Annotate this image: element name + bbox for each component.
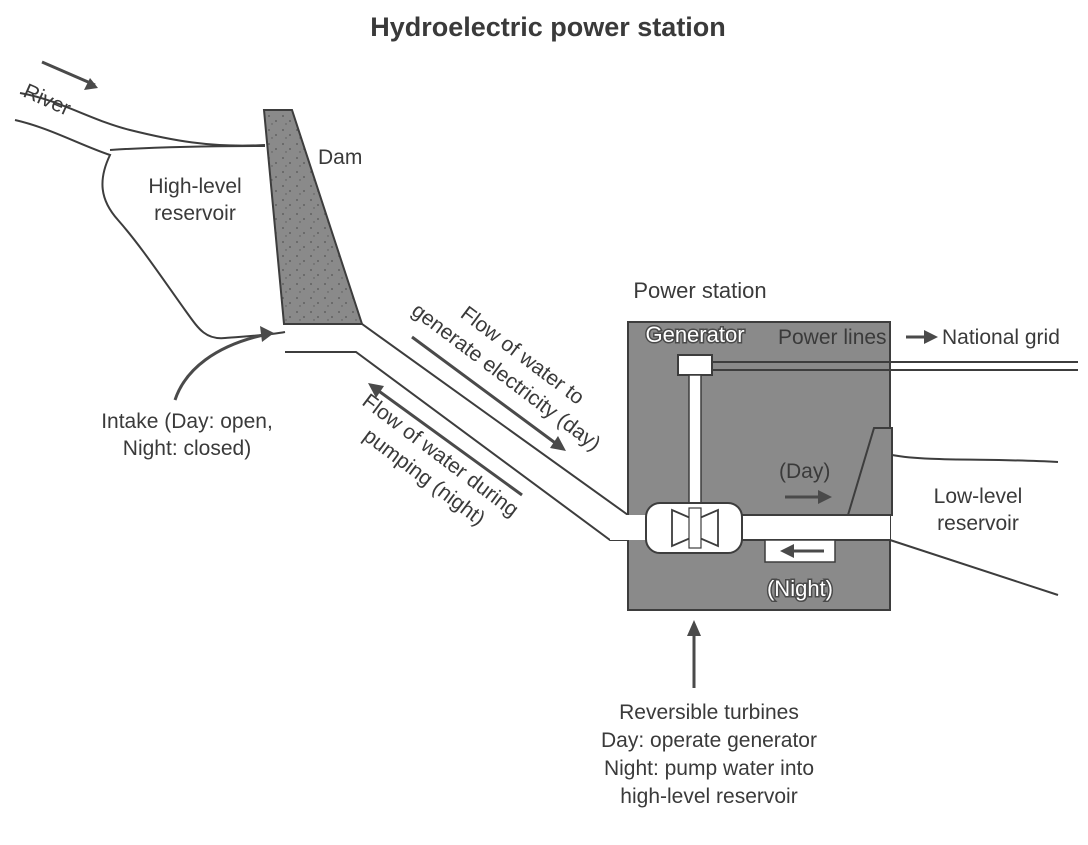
generator-box (677, 354, 713, 376)
flow-generate-arrow (411, 335, 559, 447)
river-label: River (20, 80, 74, 121)
intake-label-line1: Intake (Day: open, (101, 410, 273, 433)
high-reservoir-label-line2: reservoir (154, 202, 236, 225)
high-reservoir-label-line1: High-level (148, 175, 241, 198)
dam (262, 109, 364, 325)
river-flow-arrowhead (84, 78, 98, 90)
day-arrowhead (818, 490, 832, 504)
flow-generate-arrowhead (550, 436, 566, 451)
flow-pump-arrow (375, 387, 523, 497)
night-label: (Night) (767, 576, 833, 601)
river-flow-arrow (41, 60, 96, 87)
intake-arrowhead (260, 326, 274, 342)
turbines-label-line3: Night: pump water into (604, 757, 814, 780)
turbine-shaft (688, 374, 702, 516)
power-lines-arrowhead (924, 330, 938, 344)
power-station-building (627, 321, 891, 611)
generator-label: Generator (645, 322, 744, 347)
inflow-tunnel-entry (610, 515, 650, 540)
low-reservoir-label-line1: Low-level (934, 485, 1023, 508)
low-reservoir-label-line2: reservoir (937, 512, 1019, 535)
power-station-label: Power station (633, 278, 766, 303)
turbine-shaft-lower (688, 507, 702, 549)
turbines-label-line1: Reversible turbines (619, 701, 799, 724)
low-reservoir-water-surface (891, 454, 1059, 463)
low-level-dam (846, 427, 893, 516)
intake-label-line2: Night: closed) (123, 437, 251, 460)
turbines-label-line2: Day: operate generator (601, 729, 817, 752)
night-arrowhead (780, 544, 794, 558)
flow-pump-arrowhead (368, 383, 384, 398)
diagram-title: Hydroelectric power station (370, 12, 726, 42)
river-bank-bottom (14, 119, 286, 340)
penstock-pipe-top (284, 323, 629, 516)
day-label: (Day) (779, 460, 830, 483)
power-lines-label: Power lines (778, 326, 887, 349)
intake-arrow (173, 332, 269, 401)
turbines-pointer-arrowhead (687, 620, 701, 636)
river-bank-top (19, 92, 266, 147)
reservoir-water-surface (109, 145, 266, 151)
low-reservoir-bank (889, 539, 1059, 596)
turbines-label-line4: high-level reservoir (620, 785, 797, 808)
dam-label: Dam (318, 146, 362, 169)
flow-generate-label-group: Flow of water to generate electricity (d… (407, 299, 604, 456)
outflow-tunnel (738, 515, 890, 540)
national-grid-label: National grid (942, 326, 1060, 349)
flow-pump-label-group: Flow of water during pumping (night) (358, 390, 523, 531)
